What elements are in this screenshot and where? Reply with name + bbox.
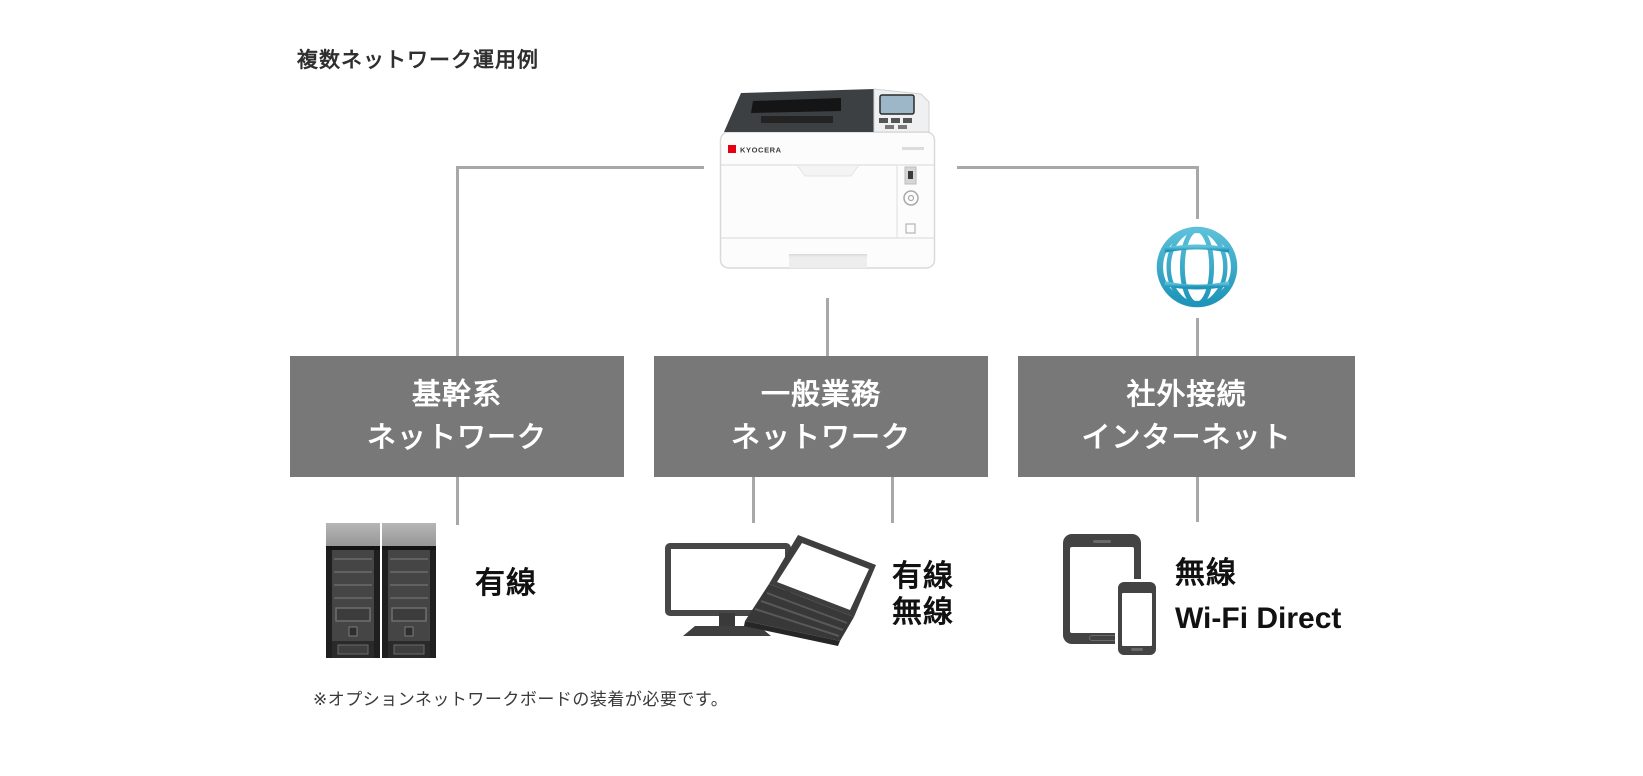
external-connection-label-2: Wi-Fi Direct	[1175, 602, 1342, 635]
connector-center-vertical	[826, 298, 829, 356]
footnote: ※オプションネットワークボードの装着が必要です。	[313, 690, 729, 709]
diagram-title: 複数ネットワーク運用例	[297, 49, 539, 72]
smartphone-icon	[1118, 582, 1156, 655]
tablet-speaker	[1093, 540, 1111, 543]
laptop-icon	[743, 535, 883, 647]
network-box-core: 基幹系 ネットワーク	[290, 356, 624, 477]
printer-icon: KYOCERA	[719, 88, 936, 270]
smartphone-screen	[1122, 593, 1152, 646]
tablet-home-bar	[1089, 635, 1117, 641]
network-box-core-line2: ネットワーク	[366, 421, 547, 454]
connector-office-to-laptop	[891, 477, 894, 523]
connector-right-vertical-bottom	[1196, 318, 1199, 357]
network-box-office: 一般業務 ネットワーク	[654, 356, 988, 477]
network-box-external-line2: インターネット	[1081, 421, 1292, 454]
printer-brand-text: KYOCERA	[740, 146, 782, 155]
connector-right-vertical-top	[1196, 166, 1199, 219]
connector-office-to-desktop	[752, 477, 755, 523]
core-connection-label: 有線	[475, 567, 537, 600]
office-connection-label-1: 有線	[892, 560, 954, 593]
network-box-office-line2: ネットワーク	[730, 421, 911, 454]
connector-external-to-mobile	[1196, 477, 1199, 522]
network-box-office-line1: 一般業務	[760, 378, 881, 411]
external-connection-label-1: 無線	[1175, 557, 1237, 590]
smartphone-home-bar	[1131, 648, 1143, 651]
connector-core-to-servers	[456, 477, 459, 525]
network-box-core-line1: 基幹系	[411, 378, 502, 411]
server-towers-icon	[326, 523, 436, 658]
globe-icon	[1156, 226, 1238, 308]
network-box-external: 社外接続 インターネット	[1018, 356, 1355, 477]
network-box-external-line1: 社外接続	[1126, 378, 1247, 411]
connector-left-vertical	[456, 166, 459, 356]
connector-right-horizontal	[957, 166, 1199, 169]
connector-left-horizontal	[456, 166, 704, 169]
office-connection-label-2: 無線	[892, 596, 954, 629]
